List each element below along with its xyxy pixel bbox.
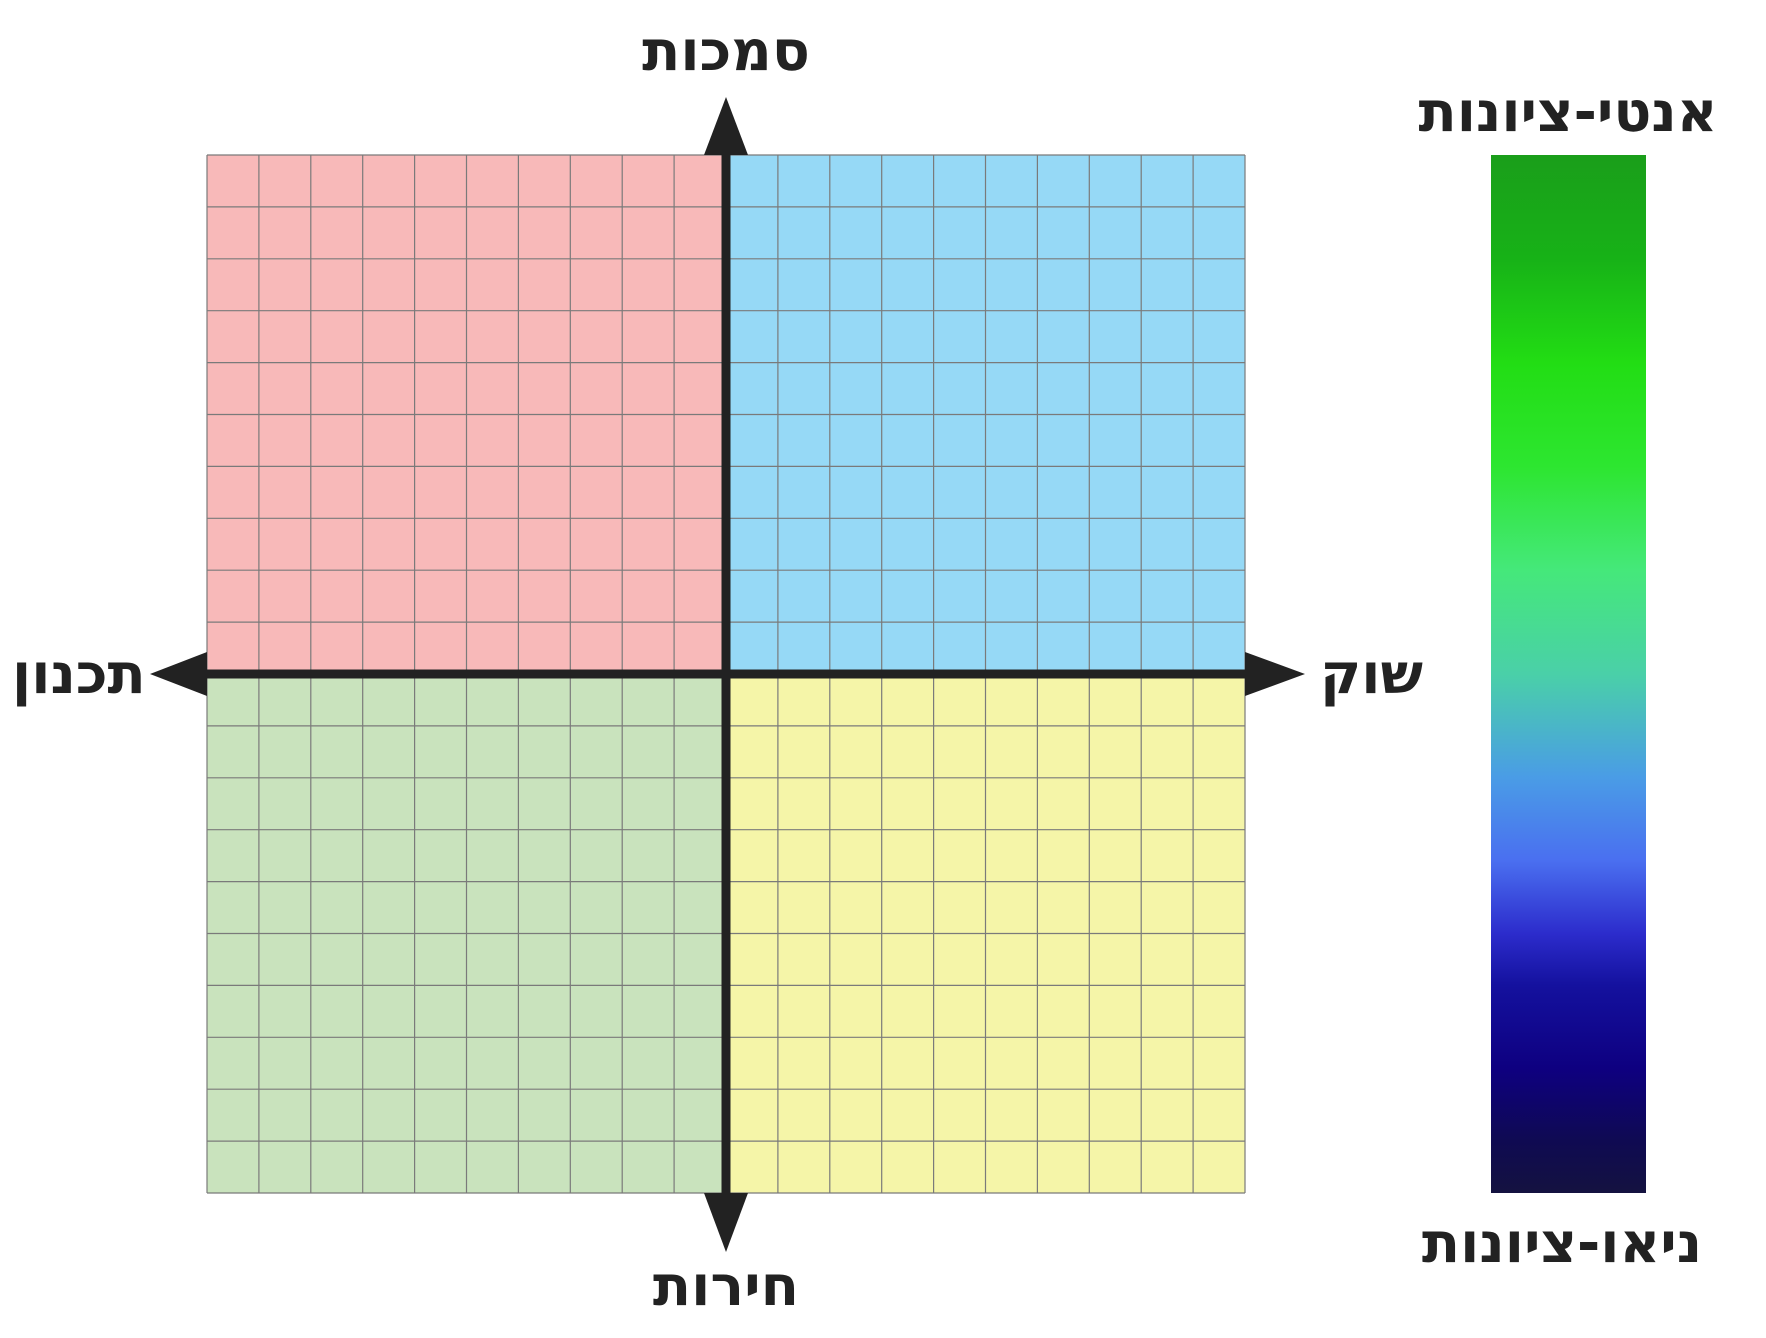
colorbar-label-top: אנטי-ציונות xyxy=(1418,80,1717,145)
arrow-down-icon xyxy=(704,1193,748,1252)
colorbar xyxy=(1491,155,1646,1193)
arrow-left-icon xyxy=(150,652,207,696)
axis-label-right: שוק xyxy=(1320,642,1423,707)
axis-label-top: סמכות xyxy=(642,19,810,84)
axis-label-left: תכנון xyxy=(12,642,146,707)
arrow-right-icon xyxy=(1245,652,1305,696)
colorbar-label-bottom: ניאו-ציונות xyxy=(1422,1211,1702,1276)
axis-label-bottom: חירות xyxy=(653,1254,799,1319)
arrow-up-icon xyxy=(704,97,748,155)
